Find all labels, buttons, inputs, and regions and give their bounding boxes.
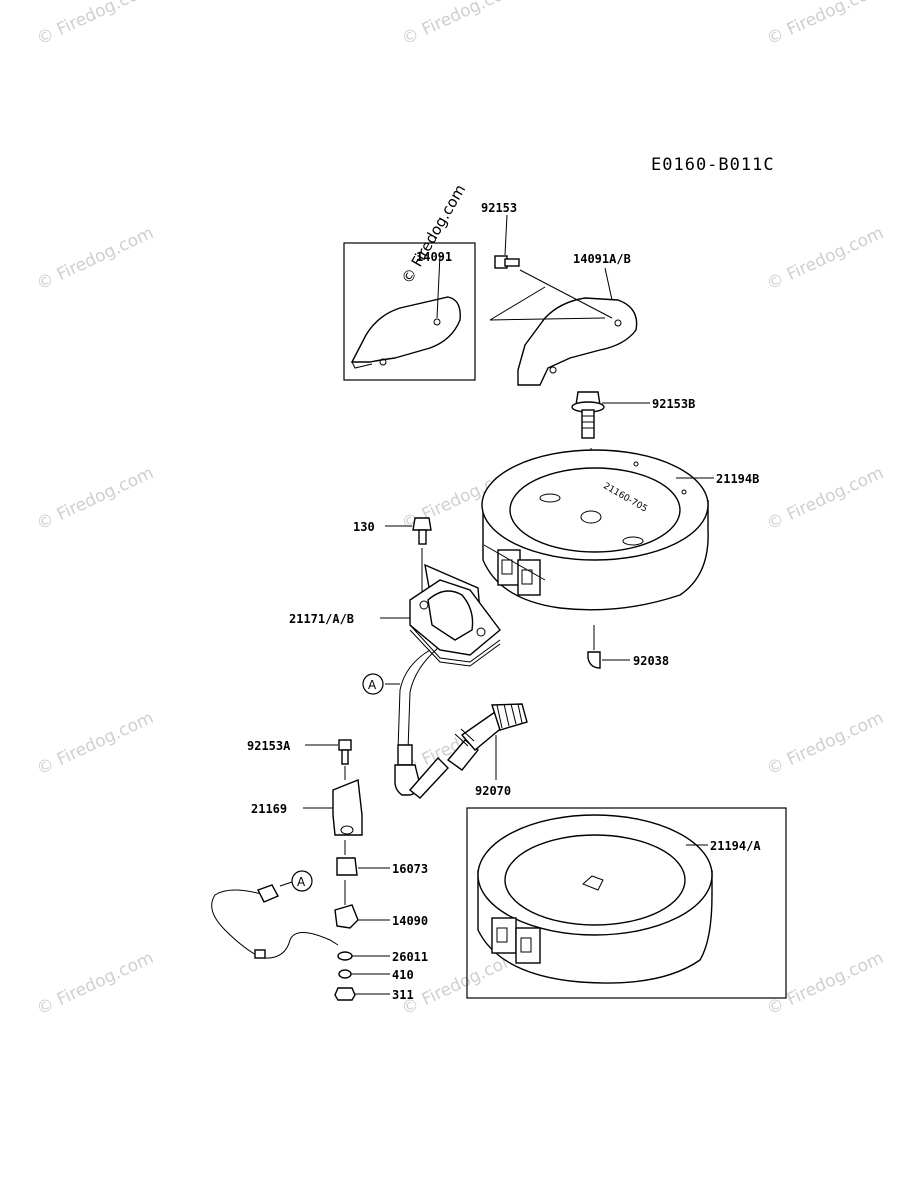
callout-a-lower: A <box>291 870 313 892</box>
watermark: © Firedog.com <box>398 181 469 287</box>
washer-410 <box>338 969 390 979</box>
watermark: © Firedog.com <box>764 0 887 50</box>
part-label-92153a: 92153A <box>247 739 291 753</box>
part-label-26011: 26011 <box>392 950 428 964</box>
clip-16073 <box>336 840 390 876</box>
watermark: © Firedog.com <box>34 463 157 535</box>
nut-311 <box>334 987 390 1001</box>
cover-14091-inset <box>343 242 476 381</box>
plate-14090 <box>334 880 390 929</box>
watermark: © Firedog.com <box>764 708 887 780</box>
hightension-lead <box>385 647 449 799</box>
part-label-14091: 14091 <box>416 250 452 264</box>
part-label-130: 130 <box>353 520 375 534</box>
part-label-92038: 92038 <box>633 654 669 668</box>
spark-plug-92070 <box>446 703 528 780</box>
bolt-130 <box>385 517 432 600</box>
part-label-92070: 92070 <box>475 784 511 798</box>
watermark-layer: © Firedog.com © Firedog.com © Firedog.co… <box>34 0 887 1020</box>
stop-wire <box>211 881 339 959</box>
part-label-21194a: 21194/A <box>710 839 761 853</box>
flywheel-21194a-inset <box>466 807 787 999</box>
callout-letter: A <box>368 678 377 692</box>
watermark: © Firedog.com <box>34 223 157 295</box>
flywheel-21194b: 21160-705 <box>481 449 714 611</box>
part-label-311: 311 <box>392 988 414 1002</box>
callout-letter: A <box>297 875 306 889</box>
watermark: © Firedog.com <box>34 948 157 1020</box>
bolt-92153b <box>571 391 650 515</box>
watermark: © Firedog.com <box>764 463 887 535</box>
bolt-92153a <box>305 739 352 780</box>
bracket-21169 <box>303 779 363 836</box>
ignition-coil-21171 <box>380 563 501 667</box>
part-label-16073: 16073 <box>392 862 428 876</box>
part-label-21171ab: 21171/A/B <box>289 612 354 626</box>
key-92038 <box>587 625 630 669</box>
part-label-14091ab: 14091A/B <box>573 252 631 266</box>
part-label-410: 410 <box>392 968 414 982</box>
part-label-92153b: 92153B <box>652 397 695 411</box>
part-label-92153: 92153 <box>481 201 517 215</box>
watermark: © Firedog.com <box>399 0 522 50</box>
part-label-21169: 21169 <box>251 802 287 816</box>
watermark: © Firedog.com <box>34 708 157 780</box>
watermark: © Firedog.com <box>764 223 887 295</box>
part-label-14090: 14090 <box>392 914 428 928</box>
callout-a-upper: A <box>362 673 384 695</box>
watermark: © Firedog.com <box>764 948 887 1020</box>
part-label-21194b: 21194B <box>716 472 759 486</box>
watermark: © Firedog.com <box>34 0 157 50</box>
bolt-92153 <box>494 214 520 269</box>
cover-14091ab <box>489 267 638 386</box>
diagram-code: E0160-B011C <box>651 155 775 175</box>
washer-26011 <box>337 951 390 961</box>
